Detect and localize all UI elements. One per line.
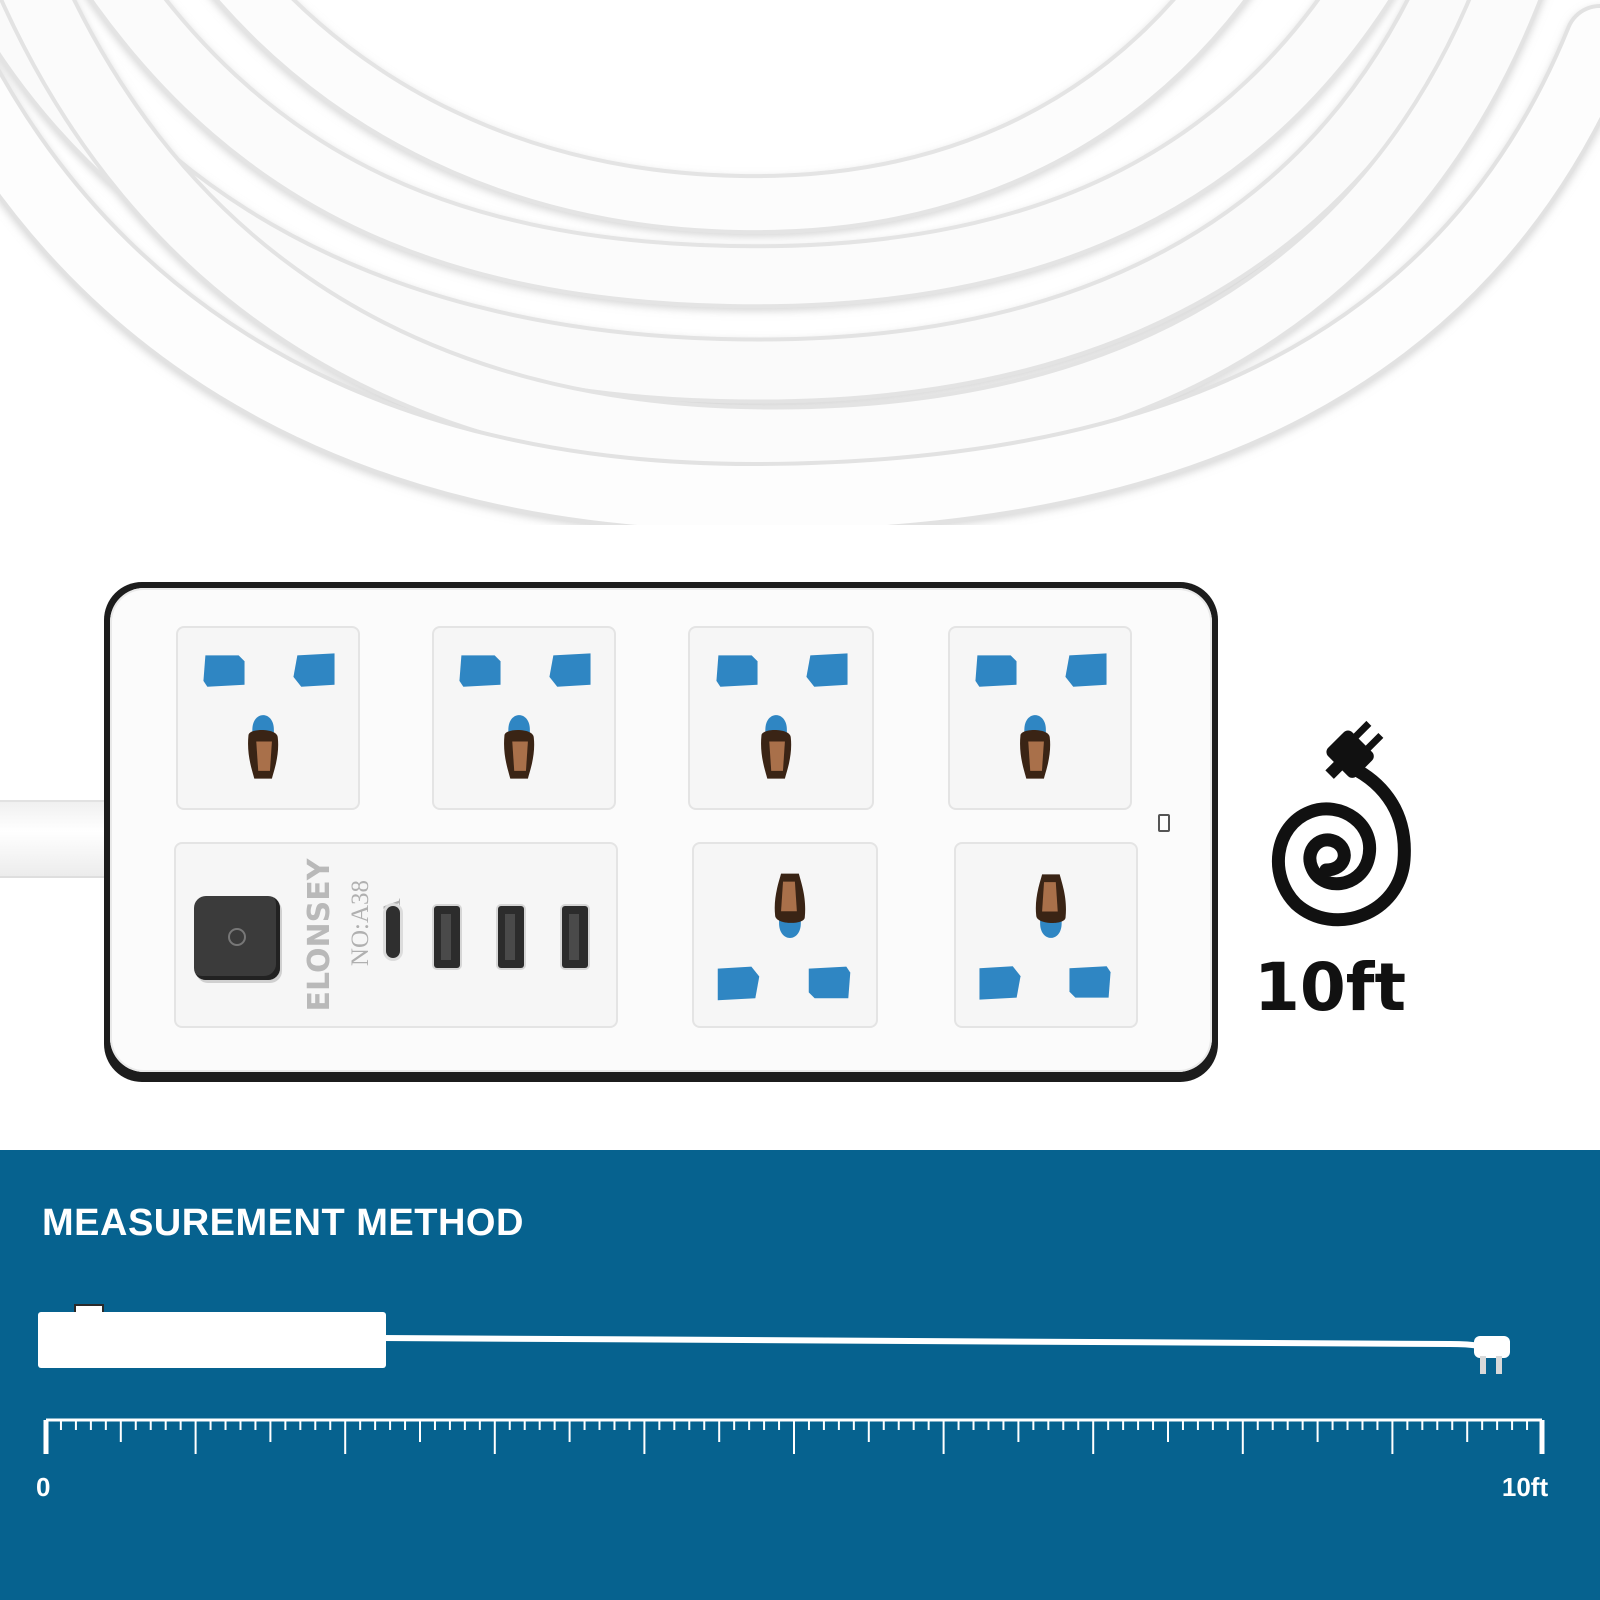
measurement-ruler <box>43 1418 1545 1454</box>
socket-holes-icon <box>979 874 1111 1000</box>
model-label: NO:A38 <box>347 879 374 967</box>
universal-socket-1 <box>176 626 360 810</box>
socket-holes-icon <box>717 873 851 1001</box>
ruler-end-label: 10ft <box>1501 1472 1549 1502</box>
socket-holes-icon <box>459 653 591 779</box>
universal-socket-6 <box>954 842 1138 1028</box>
universal-socket-2 <box>432 626 616 810</box>
ruler-start-label: 0 <box>36 1472 51 1502</box>
usb-a-port-3[interactable] <box>562 906 588 968</box>
universal-socket-3 <box>688 626 874 810</box>
usb-c-port[interactable] <box>386 906 400 958</box>
socket-holes-icon <box>716 653 848 779</box>
socket-holes-icon <box>203 653 335 779</box>
universal-socket-5 <box>692 842 878 1028</box>
mini-power-strip <box>38 1312 386 1368</box>
mini-cable <box>380 1335 1510 1374</box>
length-label: 10ft <box>1253 949 1407 1026</box>
power-indicator-icon <box>228 928 246 946</box>
socket-holes-icon <box>975 653 1107 779</box>
usb-a-port-2[interactable] <box>498 906 524 968</box>
usb-a-port-1[interactable] <box>434 906 460 968</box>
measurement-title: MEASUREMENT METHOD <box>42 1202 524 1244</box>
measurement-banner <box>0 1150 1600 1600</box>
brand-label: ELONSEY <box>302 858 337 1012</box>
coiled-cable <box>0 0 1600 535</box>
universal-socket-4 <box>948 626 1132 810</box>
input-cable <box>0 800 112 878</box>
coiled-plug-cable-icon <box>1271 720 1411 927</box>
power-switch[interactable] <box>194 896 280 980</box>
led-indicator <box>1158 814 1170 832</box>
